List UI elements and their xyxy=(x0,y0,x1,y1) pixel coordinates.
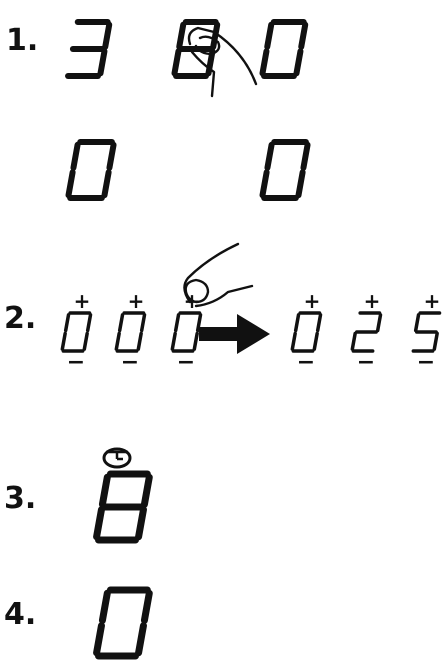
digit-segment xyxy=(135,506,147,541)
digit-segment xyxy=(295,169,306,199)
digit-layer: 3800000002580 xyxy=(60,19,442,660)
plus-minus-marks: +−+−+−+−+−+− xyxy=(67,289,441,375)
minus-mark: − xyxy=(121,350,139,375)
step-3-digit: 8 xyxy=(93,470,153,544)
minus-mark: − xyxy=(297,350,315,375)
digit-segment xyxy=(93,506,105,541)
plus-mark: + xyxy=(304,289,321,313)
digit-segment xyxy=(117,313,125,333)
step-2-after-digit: 5 xyxy=(411,311,442,353)
digit-segment xyxy=(140,589,153,624)
step-3-label: 3. xyxy=(4,481,37,516)
step-1-digit: 3 xyxy=(65,19,113,79)
digit-segment xyxy=(98,589,111,624)
digit-segment xyxy=(170,331,177,351)
digit-segment xyxy=(259,48,270,77)
digit-segment xyxy=(350,331,357,351)
digit-segment xyxy=(114,331,121,351)
digit-segment xyxy=(135,622,147,657)
timer-icon xyxy=(102,447,132,469)
digit-segment xyxy=(101,169,112,199)
digit-segment xyxy=(176,21,187,50)
digit-segment xyxy=(290,331,297,351)
plus-mark: + xyxy=(128,289,145,313)
digit-segment xyxy=(264,141,275,171)
step-1-digit: 8 xyxy=(171,19,221,79)
digit-segment xyxy=(173,313,181,333)
digit-segment xyxy=(140,473,153,508)
digit-segment xyxy=(106,141,117,171)
step-2-before-digit: 0 xyxy=(170,311,203,353)
digit-segment xyxy=(432,331,439,351)
minus-mark: − xyxy=(357,350,375,375)
digit-segment xyxy=(259,169,270,199)
step-1-digit: 0 xyxy=(259,19,309,79)
digit-segment xyxy=(136,331,143,351)
digit-segment xyxy=(300,141,311,171)
digit-segment xyxy=(98,473,111,508)
finger-press-icon xyxy=(187,26,258,98)
digit-segment xyxy=(293,313,301,333)
minus-mark: − xyxy=(177,350,195,375)
digit-segment xyxy=(82,331,89,351)
digit-segment xyxy=(315,313,323,333)
digit-segment xyxy=(312,331,319,351)
digit-segment xyxy=(171,48,182,77)
digit-segment xyxy=(102,21,113,50)
digit-segment xyxy=(63,313,71,333)
digit-segment xyxy=(264,21,275,50)
step-2-label: 2. xyxy=(4,301,37,336)
digit-segment xyxy=(298,21,309,50)
digit-segment xyxy=(195,313,203,333)
arrow-right-icon xyxy=(199,314,270,354)
step-2-before-digit: 0 xyxy=(60,311,93,353)
step-1-digit: 0 xyxy=(259,139,311,201)
step-2-after-digit: 0 xyxy=(290,311,323,353)
digit-segment xyxy=(210,21,221,50)
digit-segment xyxy=(375,313,383,333)
digit-segment xyxy=(413,313,421,333)
digit-segment xyxy=(139,313,147,333)
step-2-after-digit: 2 xyxy=(350,311,383,353)
digit-segment xyxy=(65,169,76,199)
digit-segment xyxy=(93,622,105,657)
minus-mark: − xyxy=(417,350,435,375)
digit-segment xyxy=(192,331,199,351)
step-4-label: 4. xyxy=(4,597,37,632)
step-1-digit: 0 xyxy=(65,139,117,201)
plus-mark: + xyxy=(74,289,91,313)
digit-segment xyxy=(293,48,304,77)
digit-segment xyxy=(60,331,67,351)
digit-segment xyxy=(97,48,108,77)
digit-segment xyxy=(70,141,81,171)
step-2-before-digit: 0 xyxy=(114,311,147,353)
digit-segment xyxy=(85,313,93,333)
minus-mark: − xyxy=(67,350,85,375)
step-4-digit: 0 xyxy=(93,586,153,660)
plus-mark: + xyxy=(424,289,441,313)
finger-press-icon-2 xyxy=(183,242,254,308)
step-1-label: 1. xyxy=(6,23,39,58)
plus-mark: + xyxy=(364,289,381,313)
